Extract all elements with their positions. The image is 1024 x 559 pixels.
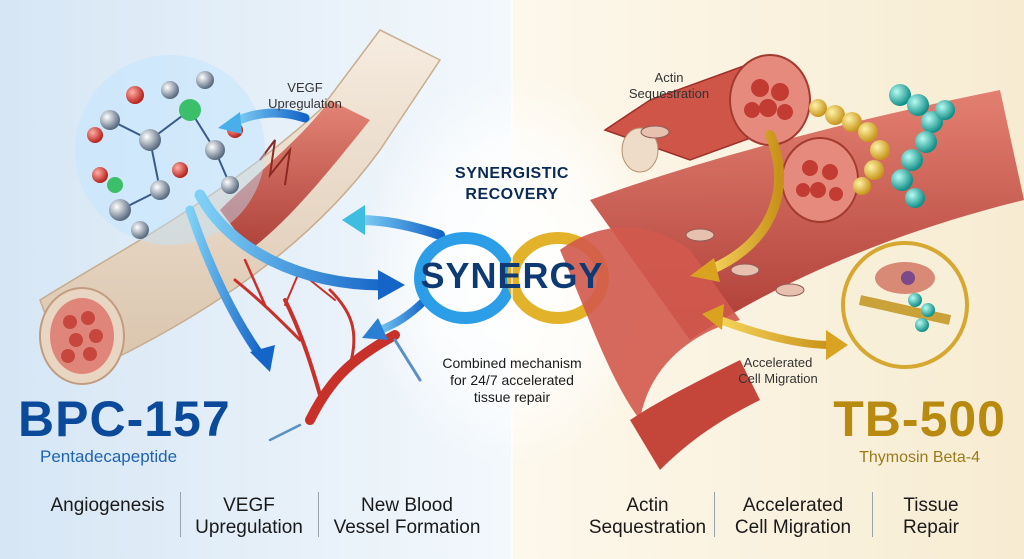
feature-line-2: Upregulation [195, 517, 303, 538]
bpc-157-title: BPC-157 [18, 391, 231, 447]
title-line-1: SYNERGISTIC [455, 165, 569, 182]
feature-divider [872, 492, 873, 537]
bpc-molecule-illustration [75, 55, 265, 245]
feature-line-2: Vessel Formation [333, 517, 481, 538]
combined-line-2: for 24/7 accelerated [450, 372, 574, 388]
feature-line-1: Angiogenesis [50, 495, 165, 516]
combined-mechanism-text: Combined mechanism for 24/7 accelerated … [412, 355, 612, 406]
combined-line-1: Combined mechanism [442, 355, 582, 371]
feature-line-1: Accelerated [742, 495, 844, 516]
feature-line-2: Sequestration [588, 517, 707, 538]
migration-callout-line-2: Cell Migration [738, 371, 818, 386]
tb-500-subtitle: Thymosin Beta-4 [859, 449, 980, 466]
title-line-2: RECOVERY [465, 186, 559, 203]
feature-angiogenesis: Angiogenesis [40, 495, 175, 517]
migration-callout: Accelerated Cell Migration [718, 355, 838, 387]
vegf-callout: VEGF Upregulation [250, 80, 360, 112]
feature-divider [714, 492, 715, 537]
bpc-157-subtitle: Pentadecapeptide [40, 447, 178, 466]
synergistic-recovery-title: SYNERGISTIC RECOVERY [412, 163, 612, 205]
feature-vegf-upregulation: VEGF Upregulation [185, 495, 313, 539]
feature-new-blood-vessel: New Blood Vessel Formation [322, 495, 492, 539]
feature-line-1: Actin [626, 495, 669, 516]
feature-tissue-repair: Tissue Repair [876, 495, 986, 539]
bpc-tendon-illustration [39, 29, 442, 385]
feature-divider [318, 492, 319, 537]
tb-500-title: TB-500 [833, 391, 1006, 447]
gold-arrows [690, 130, 848, 360]
vegf-callout-line-1: VEGF [287, 80, 323, 95]
feature-line-2: Repair [903, 517, 959, 538]
feature-actin-sequestration: Actin Sequestration [585, 495, 710, 539]
actin-callout: Actin Sequestration [614, 70, 724, 102]
feature-divider [180, 492, 181, 537]
blue-arrows [185, 108, 445, 372]
cell-migration-inset [841, 241, 969, 369]
actin-callout-line-2: Sequestration [628, 86, 710, 101]
blood-vessels [233, 258, 422, 442]
feature-line-1: VEGF [223, 495, 275, 516]
combined-line-3: tissue repair [473, 389, 551, 405]
actin-callout-line-1: Actin [654, 70, 684, 85]
migration-callout-line-1: Accelerated [743, 355, 813, 370]
feature-line-2: Cell Migration [734, 517, 852, 538]
synergy-label: SYNERGY [420, 255, 604, 296]
feature-line-1: New Blood [361, 495, 453, 516]
tb-molecule-illustration [809, 84, 955, 208]
feature-accelerated-migration: Accelerated Cell Migration [718, 495, 868, 539]
feature-line-1: Tissue [903, 495, 959, 516]
vegf-callout-line-2: Upregulation [268, 96, 342, 111]
